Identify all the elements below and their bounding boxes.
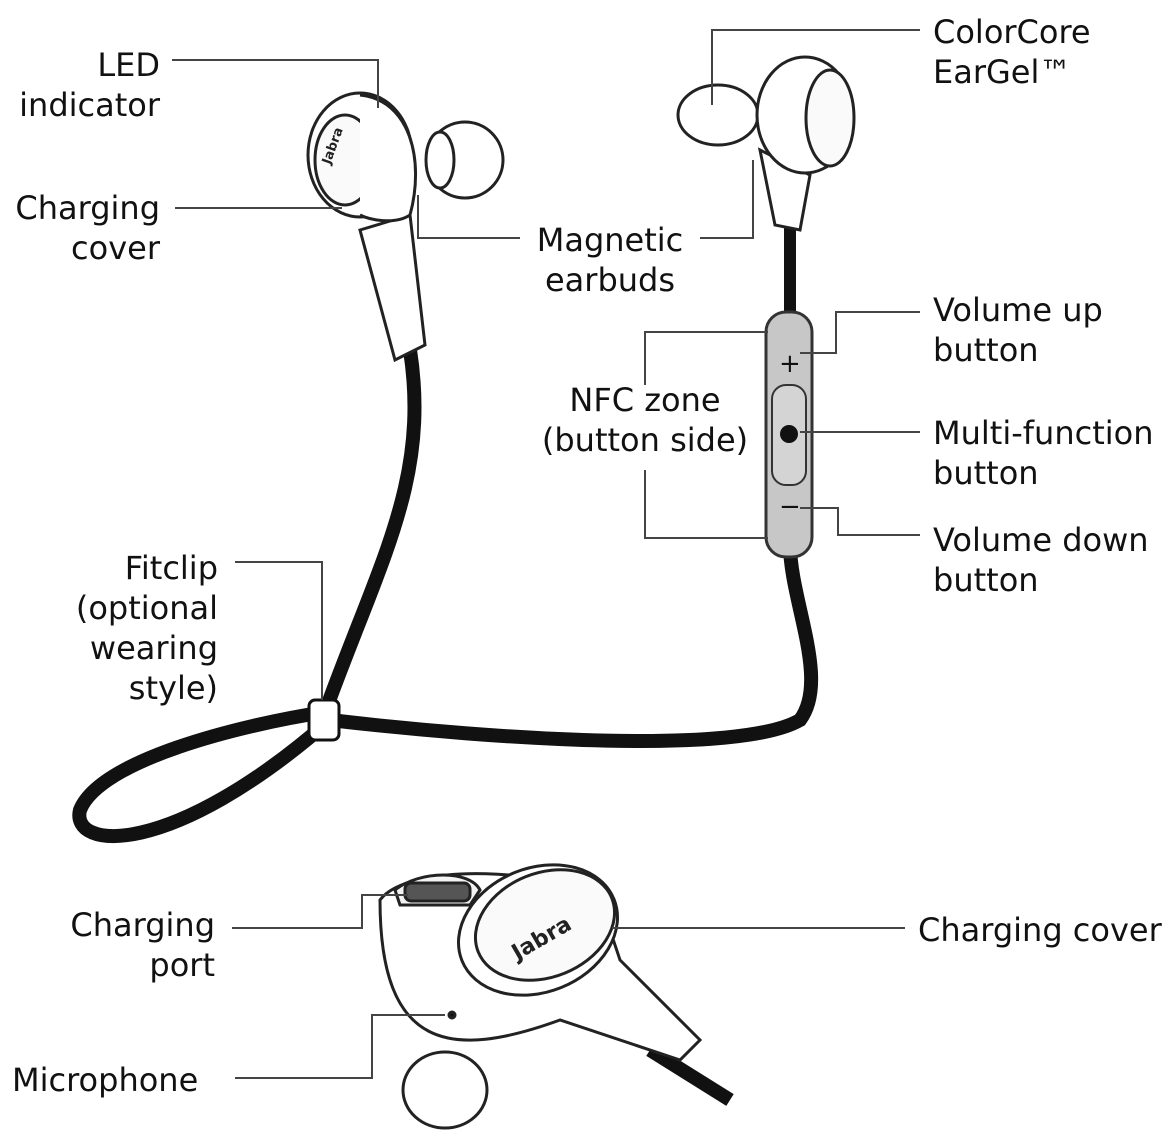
label-multi-function: Multi-function button bbox=[933, 414, 1154, 492]
label-led-indicator: LED indicator bbox=[19, 46, 160, 124]
label-colorcore-eargel: ColorCore EarGel™ bbox=[933, 13, 1091, 91]
label-charging-cover-top: Charging cover bbox=[15, 189, 160, 267]
left-earbud bbox=[306, 91, 505, 363]
leader-nfc-top bbox=[644, 331, 768, 385]
leader-led bbox=[172, 59, 379, 108]
label-microphone: Microphone bbox=[12, 1061, 199, 1099]
label-nfc-zone: NFC zone (button side) bbox=[541, 381, 749, 459]
volume-up-glyph: + bbox=[779, 349, 801, 379]
leader-volume-up bbox=[800, 311, 920, 354]
label-charging-port: Charging port bbox=[70, 906, 215, 984]
closeup-earbud bbox=[378, 863, 734, 1130]
leader-magnetic-right bbox=[700, 160, 754, 239]
right-earbud bbox=[676, 55, 856, 232]
leader-fitclip bbox=[235, 561, 323, 700]
label-charging-cover-bottom: Charging cover bbox=[918, 911, 1162, 949]
label-fitclip: Fitclip (optional wearing style) bbox=[75, 549, 218, 707]
volume-down-glyph: − bbox=[779, 492, 801, 522]
fitclip bbox=[307, 698, 341, 742]
leader-charging-port bbox=[232, 894, 408, 929]
label-magnetic-earbuds: Magnetic earbuds bbox=[536, 221, 684, 299]
leader-nfc-bottom bbox=[644, 470, 768, 539]
leader-volume-down bbox=[800, 507, 920, 536]
leader-lines bbox=[172, 29, 920, 1079]
label-volume-up: Volume up button bbox=[933, 291, 1103, 369]
label-volume-down: Volume down button bbox=[933, 521, 1149, 599]
leader-colorcore bbox=[711, 29, 920, 105]
leader-magnetic-left bbox=[417, 195, 520, 239]
leader-microphone bbox=[235, 1014, 445, 1079]
remote-control bbox=[764, 310, 814, 559]
neckband-cable bbox=[72, 343, 819, 843]
